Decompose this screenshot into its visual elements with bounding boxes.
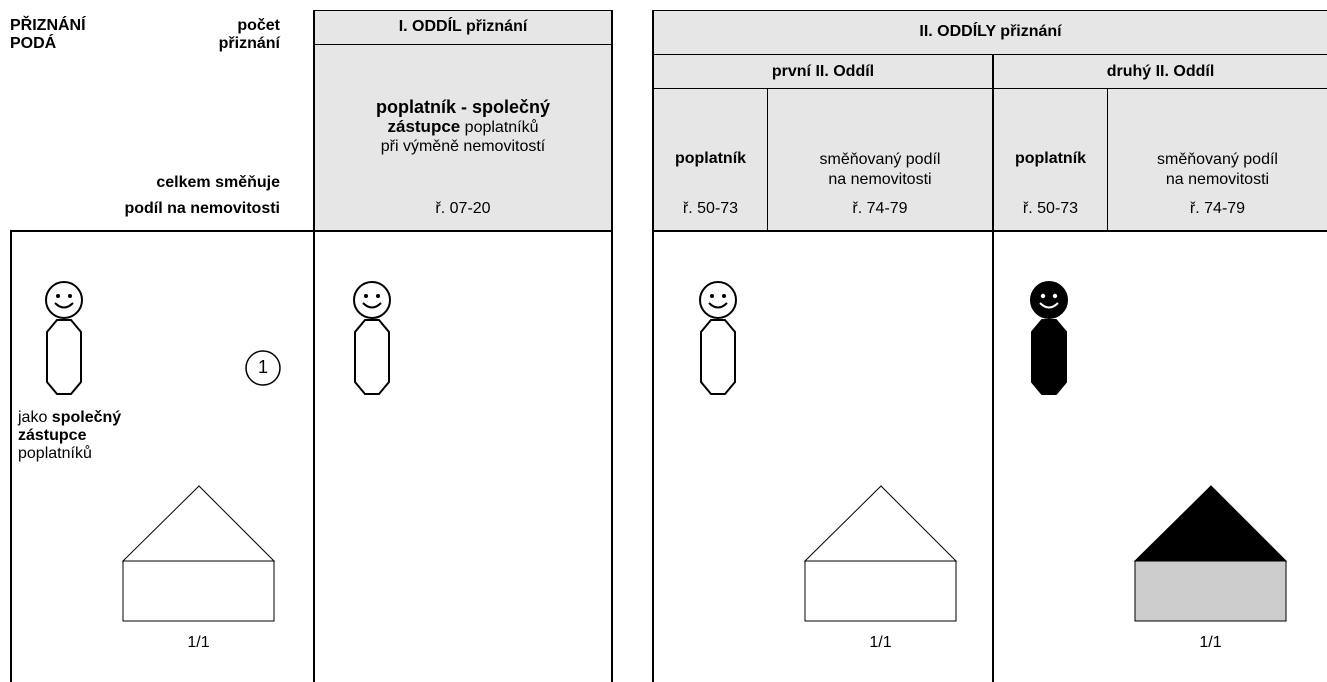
section1-header-bg <box>314 10 612 231</box>
share-first: 1/1 <box>869 634 892 651</box>
section2-header-bg <box>653 10 1327 231</box>
first-section-title: první II. Oddíl <box>771 63 875 80</box>
role-line1: jako společný <box>18 408 121 428</box>
border-s1-title-bottom <box>313 44 613 45</box>
share-label-line1: celkem směňuje <box>156 174 280 191</box>
border-s1-left <box>313 10 315 682</box>
section1-desc-line2: zástupce poplatníků <box>315 117 611 138</box>
first-share-rows: ř. 74-79 <box>852 200 908 217</box>
second-share-line1: směňovaný podíl <box>1157 151 1278 168</box>
person-outline-icon <box>699 281 737 395</box>
section1-desc-line3: při výměně nemovitostí <box>380 138 546 155</box>
section1-desc-line1: poplatník - společný <box>375 97 551 117</box>
title-line2: PODÁ <box>10 35 57 52</box>
section1-title: I. ODDÍL přiznání <box>398 18 528 35</box>
count-badge-circle <box>245 350 281 386</box>
section2-title: II. ODDÍLY přiznání <box>919 23 1062 40</box>
house-filled-icon <box>1133 485 1288 622</box>
count-badge: 1 <box>257 357 268 377</box>
title-line1: PŘIZNÁNÍ <box>10 17 86 34</box>
role-line2: zástupce <box>18 427 87 444</box>
first-share-line1: směňovaný podíl <box>819 151 941 168</box>
header-bottom-right <box>652 230 1327 232</box>
person-outline-icon <box>353 281 391 395</box>
person-outline-icon <box>45 281 83 395</box>
border-s2-left <box>652 10 654 682</box>
header-bottom-left <box>10 230 613 232</box>
role-bold1: společný <box>51 409 122 426</box>
second-share-line2: na nemovitosti <box>1165 171 1270 188</box>
count-label-line1: počet <box>237 17 280 34</box>
role-prefix: jako <box>18 409 52 426</box>
section1-rows: ř. 07-20 <box>435 200 491 217</box>
second-payer-rows: ř. 50-73 <box>1022 200 1079 217</box>
second-share-rows: ř. 74-79 <box>1189 200 1246 217</box>
border-s1-right <box>611 10 613 682</box>
first-share-line2: na nemovitosti <box>828 171 932 188</box>
share-label-line2: podíl na nemovitosti <box>124 200 280 217</box>
border-top-s1 <box>313 10 613 11</box>
role-line3: poplatníků <box>18 445 92 462</box>
house-outline-icon <box>121 485 276 622</box>
border-s2-middle <box>992 54 994 682</box>
border-left <box>10 231 12 682</box>
border-s2-subtitle-bottom <box>652 88 1327 89</box>
house-outline-icon <box>803 485 958 622</box>
second-section-title: druhý II. Oddíl <box>1106 63 1215 80</box>
border-s2-first-inner <box>767 88 768 231</box>
border-top-s2 <box>652 10 1327 11</box>
second-payer-label: poplatník <box>1014 150 1087 167</box>
section1-desc-bold2: zástupce <box>387 117 461 136</box>
section1-desc-normal2: poplatníků <box>460 119 539 136</box>
first-payer-label: poplatník <box>674 150 747 167</box>
count-label-line2: přiznání <box>218 35 280 52</box>
person-filled-icon <box>1030 281 1068 395</box>
border-s2-title-bottom <box>652 54 1327 55</box>
share-second: 1/1 <box>1199 634 1222 651</box>
first-payer-rows: ř. 50-73 <box>682 200 739 217</box>
border-s2-second-inner <box>1107 88 1108 231</box>
share-left: 1/1 <box>187 634 210 651</box>
